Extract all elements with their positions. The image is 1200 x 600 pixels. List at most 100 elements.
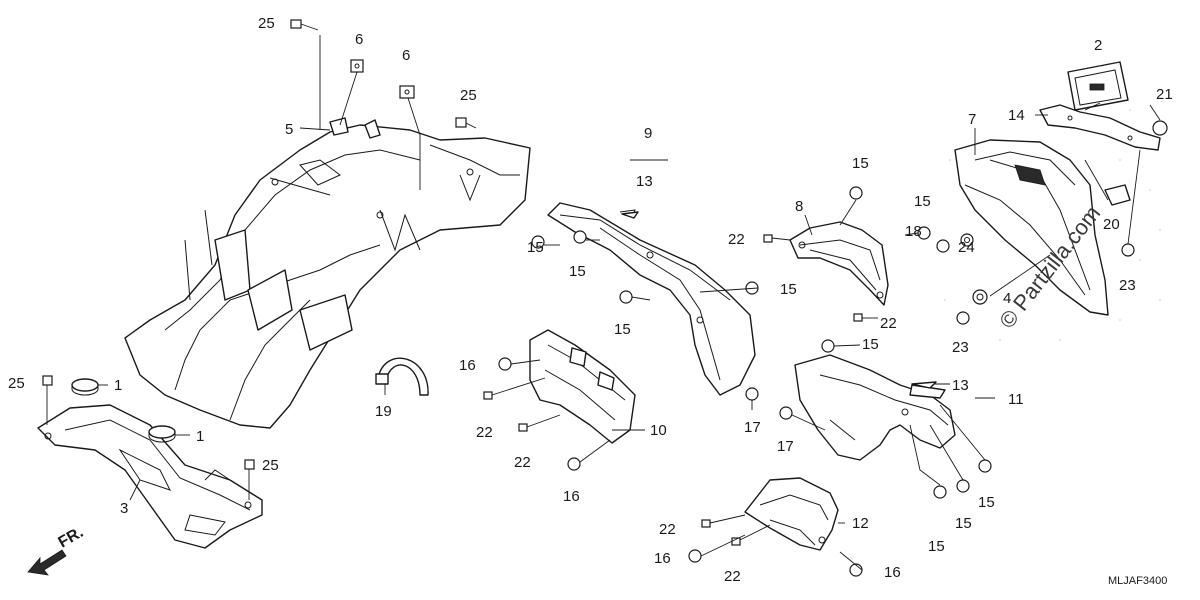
callout-15: 15 <box>614 321 631 338</box>
callout-15: 15 <box>862 336 879 353</box>
screw-15-c <box>531 235 545 249</box>
screw-15-e <box>619 290 633 304</box>
callout-15: 15 <box>780 281 797 298</box>
callout-25: 25 <box>262 457 279 474</box>
leader-lines <box>98 35 1161 571</box>
lower-bracket-part-3 <box>37 404 263 549</box>
small-cover-part-12 <box>744 477 839 551</box>
rear-fender-part-5 <box>124 117 531 429</box>
callout-17: 17 <box>744 419 761 436</box>
direction-label: FR. <box>56 524 87 552</box>
bolt-25-top <box>290 19 319 31</box>
callout-11: 11 <box>1008 391 1024 408</box>
callout-10: 10 <box>650 422 667 439</box>
callout-1: 1 <box>114 377 122 394</box>
rubber-pad-part-1-a <box>71 378 99 396</box>
screw-16-a <box>498 357 512 371</box>
screw-22-a <box>763 234 773 243</box>
callout-2: 2 <box>1094 37 1102 54</box>
front-direction-arrow-icon <box>27 549 67 576</box>
bracket-part-8 <box>789 221 889 306</box>
fasteners <box>42 19 1168 577</box>
callout-6: 6 <box>402 47 410 64</box>
nut-23-b <box>956 311 970 325</box>
lower-cover-part-11 <box>794 354 956 461</box>
callout-1: 1 <box>196 428 204 445</box>
screw-15-i <box>956 479 970 493</box>
part-13-marks <box>621 211 937 389</box>
side-cover-part-10 <box>529 329 636 444</box>
callout-25: 25 <box>8 375 25 392</box>
screw-22-e <box>701 519 711 528</box>
callout-23: 23 <box>1119 277 1136 294</box>
band-part-19 <box>375 357 429 396</box>
screw-22-c <box>483 391 493 400</box>
nut-24 <box>960 233 974 247</box>
callout-25: 25 <box>460 87 477 104</box>
callout-8: 8 <box>795 198 803 215</box>
drawing-code: MLJAF3400 <box>1108 575 1167 587</box>
nut-18 <box>936 239 950 253</box>
callout-17: 17 <box>777 438 794 455</box>
callout-14: 14 <box>1008 107 1025 124</box>
bolt-25-mid <box>455 117 477 129</box>
callout-19: 19 <box>375 403 392 420</box>
callout-5: 5 <box>285 121 293 138</box>
upper-cover-part-9 <box>547 202 756 396</box>
screw-15-d <box>573 230 587 244</box>
clip-6-a <box>350 59 364 73</box>
bracket-part-14 <box>1039 104 1161 151</box>
screw-16-d <box>849 563 863 577</box>
nut-23-a <box>1121 243 1135 257</box>
callout-16: 16 <box>459 357 476 374</box>
callout-13: 13 <box>636 173 653 190</box>
callout-18: 18 <box>905 223 922 240</box>
callout-22: 22 <box>728 231 745 248</box>
screw-15-j <box>933 485 947 499</box>
callout-7: 7 <box>968 111 976 128</box>
clip-6-b <box>399 85 415 99</box>
callout-15: 15 <box>914 193 931 210</box>
callout-22: 22 <box>724 568 741 585</box>
screw-22-d <box>518 423 528 432</box>
bolt-21 <box>1152 120 1168 136</box>
callout-15: 15 <box>928 538 945 555</box>
screw-15-h <box>978 459 992 473</box>
reflector-part-2 <box>1067 61 1129 111</box>
callout-23: 23 <box>952 339 969 356</box>
callout-15: 15 <box>955 515 972 532</box>
callout-21: 21 <box>1156 86 1173 103</box>
screw-15-g <box>821 339 835 353</box>
callout-12: 12 <box>852 515 869 532</box>
callout-20: 20 <box>1103 216 1120 233</box>
callout-15: 15 <box>569 263 586 280</box>
callout-22: 22 <box>880 315 897 332</box>
callout-16: 16 <box>563 488 580 505</box>
callout-22: 22 <box>476 424 493 441</box>
callout-3: 3 <box>120 500 128 517</box>
bolt-25-lower-right <box>244 459 255 500</box>
screw-17-a <box>745 387 759 401</box>
callout-6: 6 <box>355 31 363 48</box>
callout-24: 24 <box>958 239 975 256</box>
callout-22: 22 <box>659 521 676 538</box>
screw-16-c <box>688 549 702 563</box>
rear-housing-part-7 <box>954 139 1131 316</box>
callout-16: 16 <box>654 550 671 567</box>
callout-22: 22 <box>514 454 531 471</box>
screw-22-b <box>853 313 863 322</box>
callout-9: 9 <box>644 125 652 142</box>
callout-15: 15 <box>978 494 995 511</box>
rubber-pad-part-1-b <box>148 425 176 443</box>
screw-15-a <box>849 186 863 200</box>
washer-4 <box>972 289 988 305</box>
screw-17-b <box>779 406 793 420</box>
callout-4: 4 <box>1003 290 1011 307</box>
screw-16-b <box>567 457 581 471</box>
callout-15: 15 <box>852 155 869 172</box>
callout-15: 15 <box>527 239 544 256</box>
callout-13: 13 <box>952 377 969 394</box>
callout-25: 25 <box>258 15 275 32</box>
